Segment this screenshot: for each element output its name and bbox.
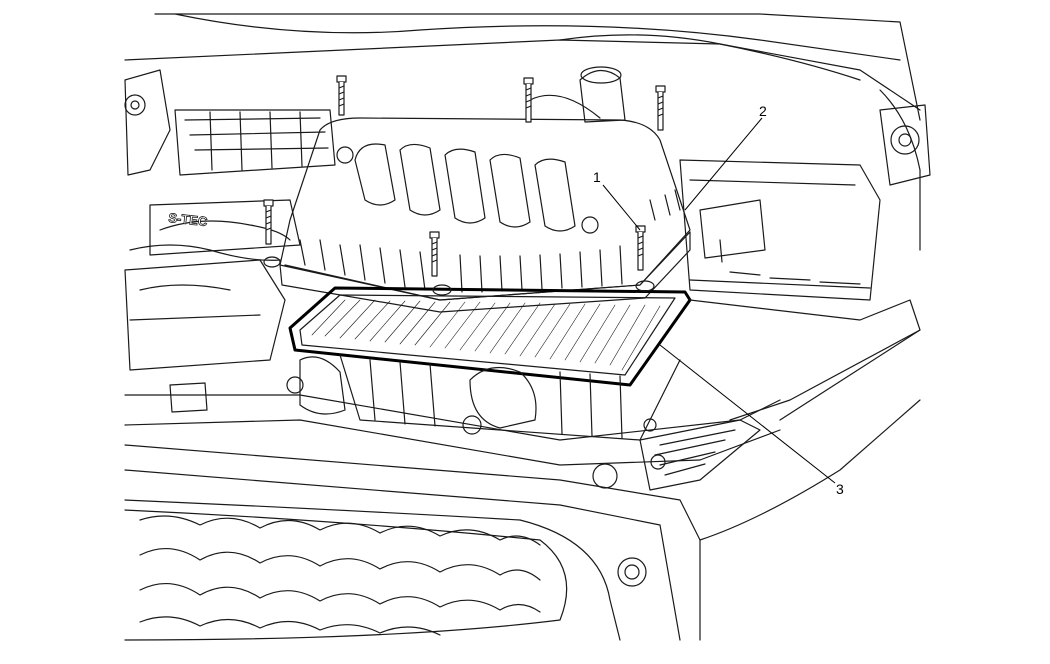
bolt-icon	[655, 85, 666, 131]
callout-3: 3	[836, 481, 844, 497]
air-filter-element	[288, 286, 692, 387]
radiator-support	[124, 394, 781, 441]
engine-block-left	[124, 259, 286, 371]
left-mount-square	[169, 382, 208, 413]
intake-marking: S-TEC	[168, 210, 209, 229]
leader-line-1	[602, 184, 641, 231]
battery	[679, 159, 881, 301]
relay-block	[174, 109, 336, 176]
upper-body-panel	[124, 39, 921, 111]
hood-outline	[154, 13, 921, 121]
bolt-icon	[263, 199, 274, 245]
grille	[124, 509, 568, 641]
right-strut-tower	[879, 104, 931, 186]
left-strut-tower	[124, 69, 171, 176]
bolt-icon	[635, 225, 646, 271]
callout-2: 2	[759, 103, 767, 119]
bolt-icon	[429, 231, 440, 277]
air-cleaner-upper-housing	[279, 66, 691, 313]
front-fascia	[124, 329, 921, 641]
bolt-icon	[336, 75, 347, 116]
leader-line-3	[659, 344, 836, 484]
leader-line-2	[684, 117, 763, 211]
callout-1: 1	[593, 169, 601, 185]
bolt-icon	[523, 77, 534, 123]
intake-manifold	[129, 199, 301, 261]
